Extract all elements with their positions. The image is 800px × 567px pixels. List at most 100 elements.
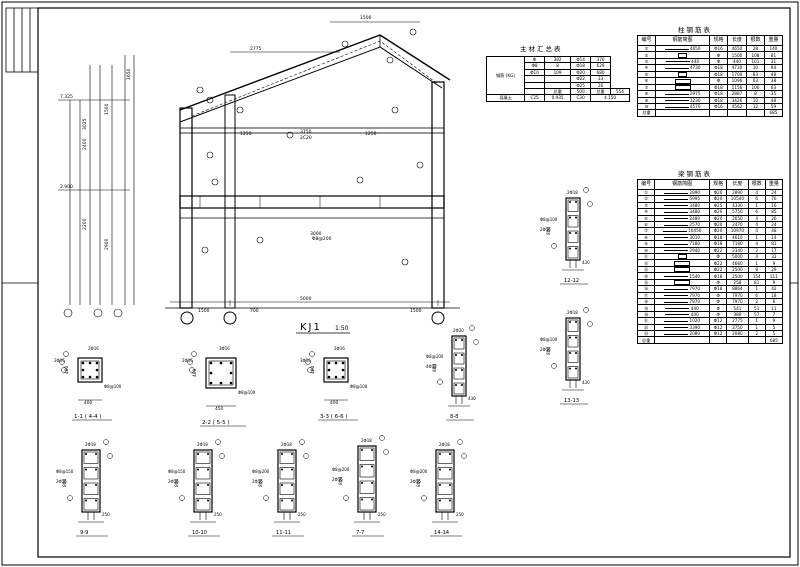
table-header: 编号 bbox=[636, 179, 656, 190]
summary-cell: Φ20 bbox=[570, 68, 592, 77]
dim-beam-right: 1250 bbox=[365, 131, 377, 137]
row-id: ㉒ bbox=[636, 323, 656, 332]
inner-border bbox=[37, 7, 791, 558]
table-header: 重量 bbox=[764, 179, 784, 190]
rebar-weight: 38 bbox=[763, 77, 784, 85]
left-col-dim: 1500 bbox=[104, 103, 110, 115]
rebar-weight: 140 bbox=[763, 44, 784, 53]
summary-cell bbox=[524, 81, 546, 89]
summary-cell: Φ8 bbox=[524, 62, 546, 70]
frame-dim-texts: 1500 2775 5000 1250 1250 3750 3000 2C20 … bbox=[198, 15, 422, 314]
summary-cell: 680 bbox=[590, 68, 611, 77]
rebar-spec: Φ18 bbox=[708, 90, 729, 98]
table-header: 长度 bbox=[726, 179, 749, 190]
rebar-weight: 5 bbox=[764, 329, 784, 338]
dim-beam-left: 1250 bbox=[240, 131, 252, 137]
summary-concrete-a: C25 bbox=[524, 94, 546, 102]
dim-top-span: 1500 bbox=[360, 15, 372, 21]
row-id: ⑱ bbox=[636, 298, 656, 306]
left-col-dims: 2400 2200 3025 1500 2900 1650 bbox=[82, 68, 132, 250]
left-col-dim: 1650 bbox=[126, 68, 132, 80]
row-id: ⑩ bbox=[636, 246, 656, 254]
rebar-weight: 11 bbox=[764, 304, 784, 312]
column-table-title: 柱钢筋表 bbox=[678, 26, 712, 34]
left-col-dim: 2400 bbox=[82, 138, 88, 150]
row-id: ⑯ bbox=[636, 285, 656, 293]
rebar-spec: Φ22 bbox=[709, 246, 728, 254]
rebar-spec: Φ12 bbox=[709, 329, 728, 338]
summary-concrete-b: C30 bbox=[570, 94, 592, 102]
rebar-weight: 111 bbox=[764, 272, 784, 280]
dim-base-a: 1500 bbox=[198, 308, 210, 314]
rebar-spec: Φ bbox=[709, 298, 728, 306]
summary-cell: 629 bbox=[590, 62, 611, 70]
rebar-weight: 6 bbox=[764, 298, 784, 306]
left-col-dim: 3025 bbox=[82, 118, 88, 130]
row-id: ④ bbox=[636, 64, 657, 72]
row-id: ㉓ bbox=[636, 329, 656, 338]
dim-stirrup-a: Φ8@200 bbox=[312, 236, 332, 242]
rebar-spec: Φ12 bbox=[709, 323, 728, 332]
elev-low: 2.900 bbox=[60, 184, 73, 190]
rebar-spec: Φ bbox=[709, 304, 728, 312]
summary-cell: Φ22 bbox=[570, 75, 592, 83]
total-label: 总重 bbox=[636, 336, 656, 344]
summary-cell: Φ18 bbox=[570, 62, 592, 70]
row-id: ⑧ bbox=[636, 90, 657, 98]
row-id: ⑤ bbox=[636, 70, 657, 79]
rebar-weight: 17 bbox=[764, 246, 784, 254]
rebar-spec: Φ18 bbox=[708, 70, 729, 79]
rebar-weight: 35 bbox=[763, 90, 784, 98]
rebar-spec: Φ bbox=[709, 291, 728, 300]
rebar-weight: 18 bbox=[764, 291, 784, 300]
table-header: 重量 bbox=[763, 35, 784, 46]
left-col-dim: 2900 bbox=[104, 238, 110, 250]
rebar-weight: 42 bbox=[764, 285, 784, 293]
summary-total-left: 500 bbox=[570, 87, 592, 96]
table-header: 根数 bbox=[747, 179, 766, 190]
rebar-weight: 94 bbox=[763, 64, 784, 72]
left-col-dim: 2200 bbox=[82, 218, 88, 230]
rebar-weight: 48 bbox=[763, 96, 784, 104]
row-id: ⑰ bbox=[636, 291, 656, 300]
summary-cell: Φ25 bbox=[570, 81, 592, 89]
rebar-spec: Φ bbox=[708, 77, 729, 85]
table-header: 钢筋简图 bbox=[654, 179, 711, 190]
row-id: ⑫ bbox=[636, 259, 656, 267]
summary-concrete-label: 混凝土 bbox=[485, 94, 526, 102]
frame-scale: 1:50 bbox=[335, 325, 349, 332]
elev-top: 7.325 bbox=[60, 94, 73, 100]
frame-leader-marks bbox=[196, 28, 424, 266]
table-header: 编号 bbox=[636, 35, 657, 46]
row-id: ⑭ bbox=[636, 272, 656, 280]
frame-title: KJ1 bbox=[300, 322, 322, 333]
rebar-weight: 48 bbox=[763, 70, 784, 79]
rebar-spec: Φ16 bbox=[708, 102, 729, 111]
rebar-spec: Φ18 bbox=[708, 96, 729, 104]
summary-total-right: 554 bbox=[609, 87, 631, 96]
table-header: 长度 bbox=[727, 35, 747, 46]
dim-beam-bar-a: 2C20 bbox=[300, 135, 312, 141]
table-header: 规格 bbox=[709, 179, 728, 190]
